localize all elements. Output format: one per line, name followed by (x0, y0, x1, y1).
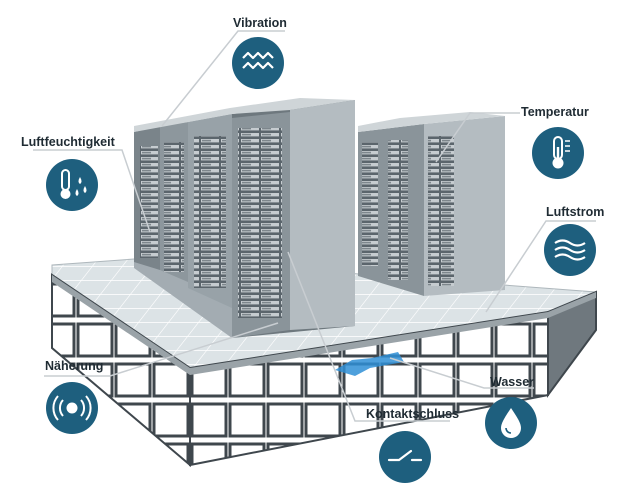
leader-line-contact (287, 251, 450, 422)
leader-line-airflow (485, 220, 596, 313)
leader-lines (33, 30, 596, 422)
thermometer-droplets-icon (46, 159, 98, 211)
label-contact: Kontaktschluss (366, 407, 460, 421)
server-rack-row-left (134, 98, 355, 338)
contact-switch-icon (379, 431, 431, 483)
label-vibration: Vibration (233, 16, 287, 30)
server-rack-row-right (358, 112, 505, 296)
leader-line-temperature (435, 112, 520, 163)
leader-line-humidity (33, 149, 151, 233)
water-leak (335, 352, 404, 376)
vibration-waves-icon (232, 37, 284, 89)
thermometer-icon (532, 127, 584, 179)
leader-line-vibration (161, 30, 285, 127)
label-proximity: Näherung (45, 359, 104, 373)
label-temperature: Temperatur (521, 105, 589, 119)
leader-line-water (389, 357, 534, 389)
water-drop-icon (485, 397, 537, 449)
label-humidity: Luftfeuchtigkeit (21, 135, 115, 149)
airflow-waves-icon (544, 224, 596, 276)
proximity-radar-icon (46, 382, 98, 434)
label-airflow: Luftstrom (546, 205, 605, 219)
leader-line-proximity (44, 322, 279, 377)
label-water: Wasser (490, 375, 535, 389)
